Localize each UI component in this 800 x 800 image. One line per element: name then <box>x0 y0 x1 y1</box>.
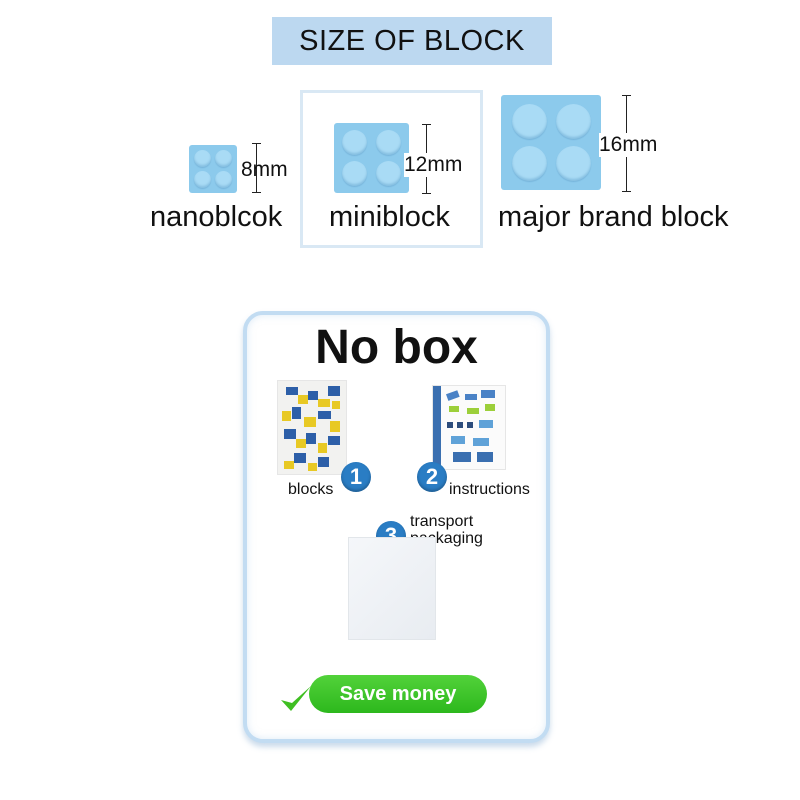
major-brand-brick <box>501 95 601 190</box>
stud <box>194 150 211 167</box>
major-brand-label: major brand block <box>498 201 729 233</box>
checkmark-icon <box>279 683 313 715</box>
stud <box>375 130 401 155</box>
title-text: SIZE OF BLOCK <box>299 24 525 57</box>
miniblock-label: miniblock <box>329 201 450 233</box>
stud <box>215 150 232 167</box>
miniblock-highlight-frame <box>300 90 483 248</box>
stud <box>511 104 547 140</box>
instructions-label: instructions <box>449 481 530 498</box>
transport-label-line1: transport <box>410 513 474 530</box>
miniblock-brick <box>334 123 409 193</box>
blocks-bag-illustration <box>278 381 346 474</box>
instructions-illustration <box>433 386 505 469</box>
save-money-badge: Save money <box>309 675 487 713</box>
blocks-bag-image <box>277 380 347 475</box>
packaging-bag-image <box>348 537 436 640</box>
nanoblock-dimension-bracket <box>252 143 261 193</box>
stud <box>555 145 591 181</box>
blocks-label: blocks <box>288 481 334 498</box>
card-title: No box <box>315 321 478 374</box>
stud <box>342 130 368 155</box>
nanoblock-size: 8mm <box>241 158 288 181</box>
number-badge-1: 1 <box>341 462 371 492</box>
stud <box>511 145 547 181</box>
miniblock-size: 12mm <box>404 153 463 177</box>
nanoblock-brick <box>189 145 237 193</box>
nanoblock-label: nanoblcok <box>150 201 283 233</box>
instructions-image <box>432 385 506 470</box>
stud <box>555 104 591 140</box>
major-brand-size: 16mm <box>599 133 658 157</box>
stud <box>215 171 232 188</box>
number-badge-2: 2 <box>417 462 447 492</box>
title-banner: SIZE OF BLOCK <box>272 17 552 65</box>
stud <box>375 161 401 186</box>
stud <box>342 161 368 186</box>
stud <box>194 171 211 188</box>
